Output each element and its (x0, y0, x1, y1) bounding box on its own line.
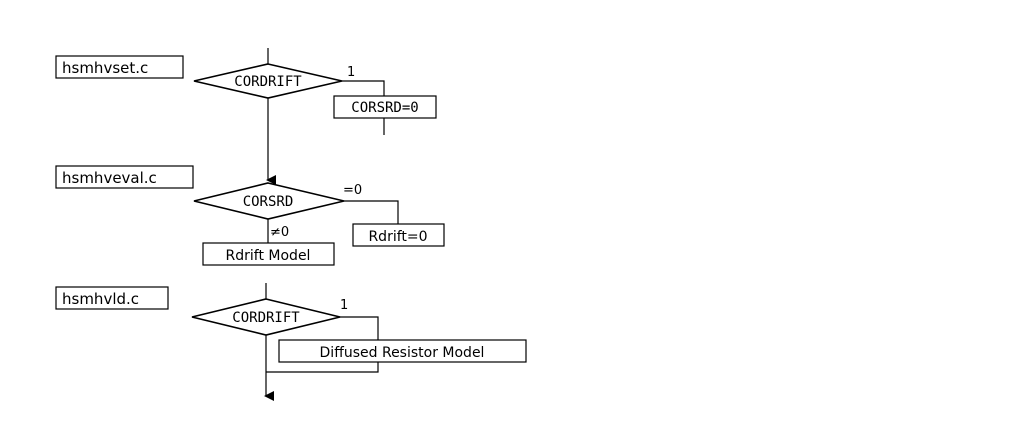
file-label-hsmhvld: hsmhvld.c (62, 290, 139, 308)
branch-label-ne0: ≠0 (270, 225, 289, 240)
branch-label-3: 1 (340, 298, 348, 313)
action-box-diffused-resistor (278, 339, 527, 363)
file-label-box-hsmhvld (55, 286, 169, 310)
action-box-rdrift-model (202, 242, 335, 266)
branch-label-1: 1 (347, 65, 355, 80)
decision-label-cordrift-1: CORDRIFT (234, 74, 302, 90)
file-label-hsmhveval: hsmhveval.c (62, 169, 157, 187)
decision-label-corsrd: CORSRD (243, 194, 294, 210)
section-hsmhvld: hsmhvld.c CORDRIFT 1 Diffused Resistor M… (55, 283, 527, 401)
action-label-rdrift-zero: Rdrift=0 (368, 229, 427, 245)
action-label-diffused-resistor: Diffused Resistor Model (320, 345, 485, 361)
section-hsmhvset: hsmhvset.c CORDRIFT 1 CORSRD=0 (55, 48, 437, 185)
section-hsmhveval: hsmhveval.c CORSRD =0 Rdrift=0 ≠0 Rdrift… (55, 165, 445, 266)
action-label-corsrd: CORSRD=0 (351, 100, 418, 116)
file-label-hsmhvset: hsmhvset.c (62, 59, 148, 77)
action-box-rdrift-zero (352, 223, 445, 247)
branch-label-eq0: =0 (343, 183, 362, 198)
decision-label-cordrift-2: CORDRIFT (232, 310, 300, 326)
file-label-box-hsmhvset (55, 55, 184, 79)
branch-line-eq0 (344, 200, 399, 224)
action-box-corsrd (333, 95, 437, 119)
file-label-box-hsmhveval (55, 165, 194, 189)
action-label-rdrift-model: Rdrift Model (226, 248, 311, 264)
